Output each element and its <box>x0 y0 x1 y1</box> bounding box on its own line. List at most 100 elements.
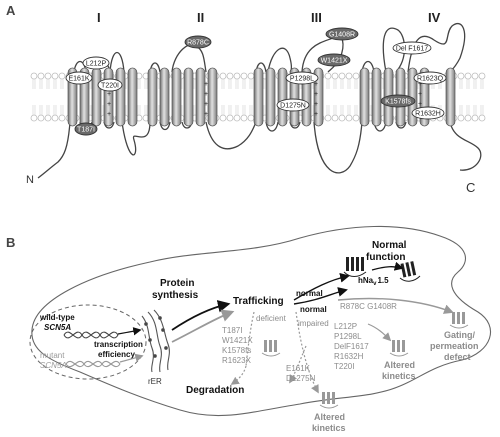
lipid-tail <box>326 79 330 89</box>
lipid-head <box>457 72 465 80</box>
lipid-tail <box>228 79 232 89</box>
n-terminus-tail <box>37 121 71 179</box>
svg-text:L212P: L212P <box>86 61 107 68</box>
altered-kinetics-right-label: Altered <box>384 360 415 370</box>
lipid-tail <box>137 79 141 89</box>
svg-text:+: + <box>204 81 208 88</box>
degradation-label: Degradation <box>186 385 244 396</box>
lipid-head <box>44 114 52 122</box>
lipid-tail <box>53 79 57 89</box>
lipid-head <box>324 72 332 80</box>
gating-label: Gating/ <box>444 330 475 340</box>
lipid-tail <box>39 105 43 115</box>
n-terminus-label: N <box>26 174 34 186</box>
lipid-head <box>44 72 52 80</box>
svg-text:+: + <box>204 91 208 98</box>
mutation-r1623q: R1623Q <box>413 71 447 85</box>
lipid-tail <box>144 105 148 115</box>
lipid-head <box>338 72 346 80</box>
cell-membrane-outline <box>31 225 492 417</box>
synthesis-to-trafficking-arrow <box>171 300 231 331</box>
lipid-tail <box>137 105 141 115</box>
helix-segment <box>207 67 218 127</box>
mutation-list-item: T187I <box>222 326 242 335</box>
lipid-head <box>219 72 227 80</box>
helix-segment <box>277 67 288 127</box>
channel-icon-kinetics-bottom <box>319 392 339 409</box>
lipid-head <box>51 114 59 122</box>
lipid-tail <box>242 105 246 115</box>
normal-trafficking-arrow-2 <box>293 287 348 305</box>
lipid-head <box>464 114 472 122</box>
lipid-head <box>30 114 38 122</box>
domain-label-2: II <box>197 10 204 25</box>
svg-text:Del F1617: Del F1617 <box>396 46 428 53</box>
normal-trafficking-arrow <box>293 272 350 301</box>
lipid-tail <box>466 79 470 89</box>
lipid-head <box>233 114 241 122</box>
svg-text:K1578fs: K1578fs <box>385 99 411 106</box>
deficient-label: deficient <box>256 314 287 323</box>
lipid-tail <box>326 105 330 115</box>
transcription-label: transcription <box>94 340 143 349</box>
lipid-head <box>338 114 346 122</box>
permeation-label: permeation <box>430 341 479 351</box>
lipid-head <box>247 72 255 80</box>
wild-type-gene-label: SCN5A <box>44 323 71 332</box>
lipid-tail <box>235 105 239 115</box>
svg-text:+: + <box>418 91 422 98</box>
normal-function-label-2: function <box>366 252 405 263</box>
mutation-t220i: T220I <box>97 78 123 92</box>
mutation-list-item: R1623X <box>222 356 252 365</box>
lipid-tail <box>340 79 344 89</box>
lipid-tail <box>354 105 358 115</box>
altered-kinetics-bottom-label-2: kinetics <box>312 423 346 433</box>
wild-type-dna <box>63 331 119 339</box>
svg-text:G1408R: G1408R <box>329 32 355 39</box>
impaired-to-degradation-path <box>289 345 307 384</box>
lipid-tail <box>480 79 484 89</box>
lipid-head <box>219 114 227 122</box>
lipid-tail <box>221 79 225 89</box>
lipid-tail <box>473 105 477 115</box>
svg-text:D1275N: D1275N <box>280 103 306 110</box>
protein-synthesis-label-2: synthesis <box>152 290 199 301</box>
altered-kinetics-right-label-2: kinetics <box>382 371 416 381</box>
lipid-head <box>247 114 255 122</box>
mutation-d1275n: D1275N <box>276 98 310 112</box>
lipid-tail <box>32 79 36 89</box>
defect-label: defect <box>444 352 471 362</box>
mutation-r878c: R878C <box>184 35 212 49</box>
lipid-head <box>331 114 339 122</box>
kinetic-mutation-bottom-2: D1275N <box>286 374 316 383</box>
lipid-head <box>478 114 486 122</box>
lipid-head <box>240 72 248 80</box>
lipid-tail <box>39 79 43 89</box>
mutation-list-item: K1578fs <box>222 346 251 355</box>
lipid-tail <box>480 105 484 115</box>
lipid-tail <box>221 105 225 115</box>
helix-segment <box>195 67 206 127</box>
helix-segment <box>171 67 182 127</box>
trafficking-label: Trafficking <box>233 296 284 307</box>
lipid-tail <box>32 105 36 115</box>
efficiency-label: efficiency <box>98 350 135 359</box>
lipid-head <box>37 72 45 80</box>
helix-segment <box>445 67 456 127</box>
lipid-head <box>457 114 465 122</box>
lipid-tail <box>249 79 253 89</box>
impaired-path <box>295 311 319 394</box>
mutation-e161k: E161K <box>65 71 93 85</box>
channel-icon-kinetics-right <box>389 340 409 357</box>
normal-upper-label: normal <box>296 289 323 298</box>
mutant-dna <box>65 360 121 368</box>
svg-text:+: + <box>418 81 422 88</box>
lipid-head <box>331 72 339 80</box>
mutant-transcription-arrow <box>119 353 144 363</box>
lipid-head <box>226 72 234 80</box>
mutant-synthesis-arrow <box>171 309 235 343</box>
mutation-markers: L212P E161K T220I T187I R878C P1298L D12… <box>65 27 447 136</box>
mutation-list-item: P1298L <box>334 332 362 341</box>
channel-icon-membrane-2 <box>399 261 421 282</box>
